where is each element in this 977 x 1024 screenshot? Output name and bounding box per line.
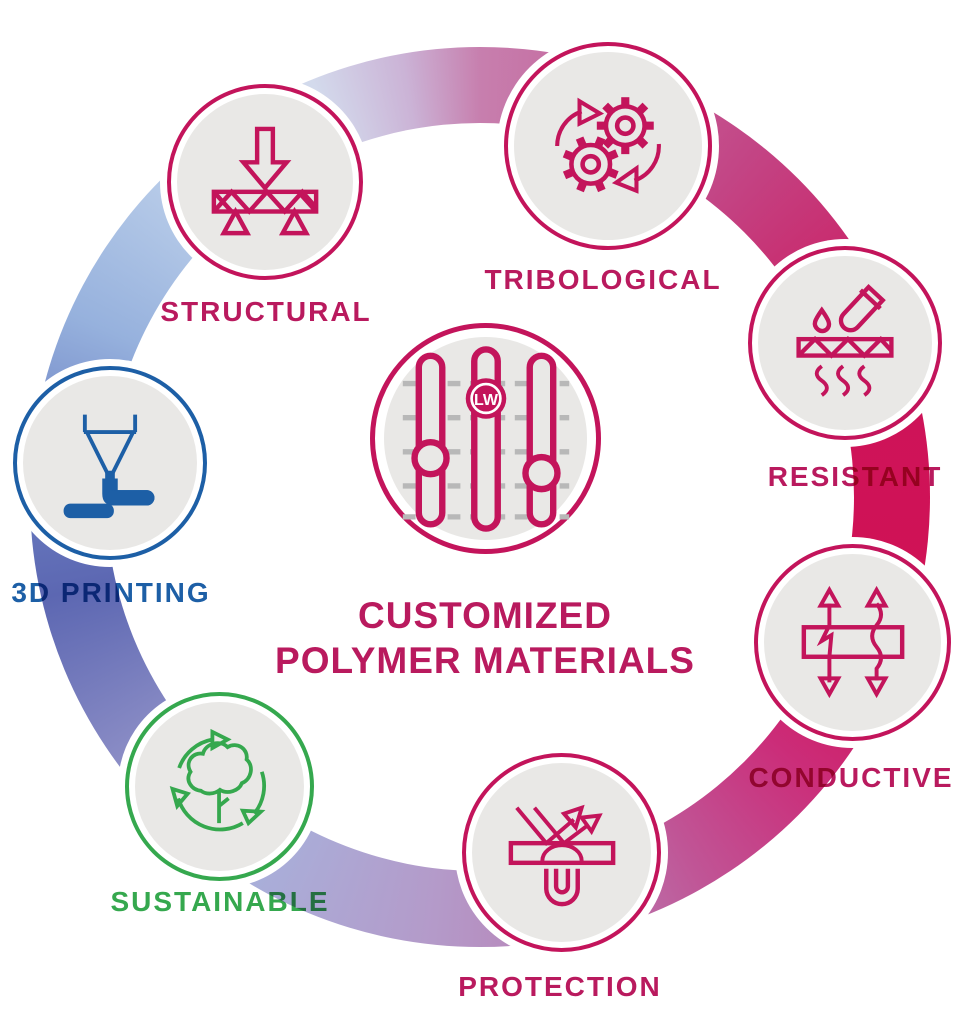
chemical-heat-icon: [796, 284, 894, 397]
label-3d-printing: 3D PRINTING: [11, 577, 211, 608]
node-resistant-core: [758, 256, 932, 430]
node-conductive-core: [764, 554, 941, 731]
node-conductive: [754, 544, 951, 741]
tree-recycle-icon: [169, 728, 266, 831]
node-3d-printing: [13, 366, 207, 560]
node-resistant: [748, 246, 942, 440]
current-through-plate-icon: [801, 585, 904, 698]
label-protection: PROTECTION: [458, 971, 662, 1002]
logo-badge: LW: [465, 377, 506, 419]
node-protection: [462, 753, 661, 952]
node-tribological-core: [514, 52, 702, 240]
hub-core: LW: [384, 337, 587, 540]
node-tribological: [504, 42, 712, 250]
label-structural: STRUCTURAL: [160, 296, 372, 327]
title-line-2: POLYMER MATERIALS: [275, 640, 695, 681]
gears-icon: [555, 97, 661, 194]
hub-customized-polymer: LW: [370, 323, 601, 554]
node-structural-core: [177, 94, 353, 270]
sliders-icon: LW: [402, 345, 569, 532]
label-conductive: CONDUCTIVE: [748, 762, 954, 793]
label-tribological: TRIBOLOGICAL: [484, 264, 722, 295]
node-sustainable: [125, 692, 314, 881]
node-structural: [167, 84, 363, 280]
node-protection-core: [472, 763, 651, 942]
page-title: CUSTOMIZED POLYMER MATERIALS: [275, 593, 695, 683]
label-sustainable: SUSTAINABLE: [110, 886, 330, 917]
node-3d-printing-core: [23, 376, 197, 550]
shielding-magnet-icon: [508, 804, 615, 906]
label-resistant: RESISTANT: [767, 461, 943, 492]
title-line-1: CUSTOMIZED: [358, 595, 612, 636]
logo-text: LW: [474, 391, 499, 408]
truss-load-icon: [211, 126, 319, 236]
printer-nozzle-icon: [63, 414, 155, 519]
node-sustainable-core: [135, 702, 304, 871]
